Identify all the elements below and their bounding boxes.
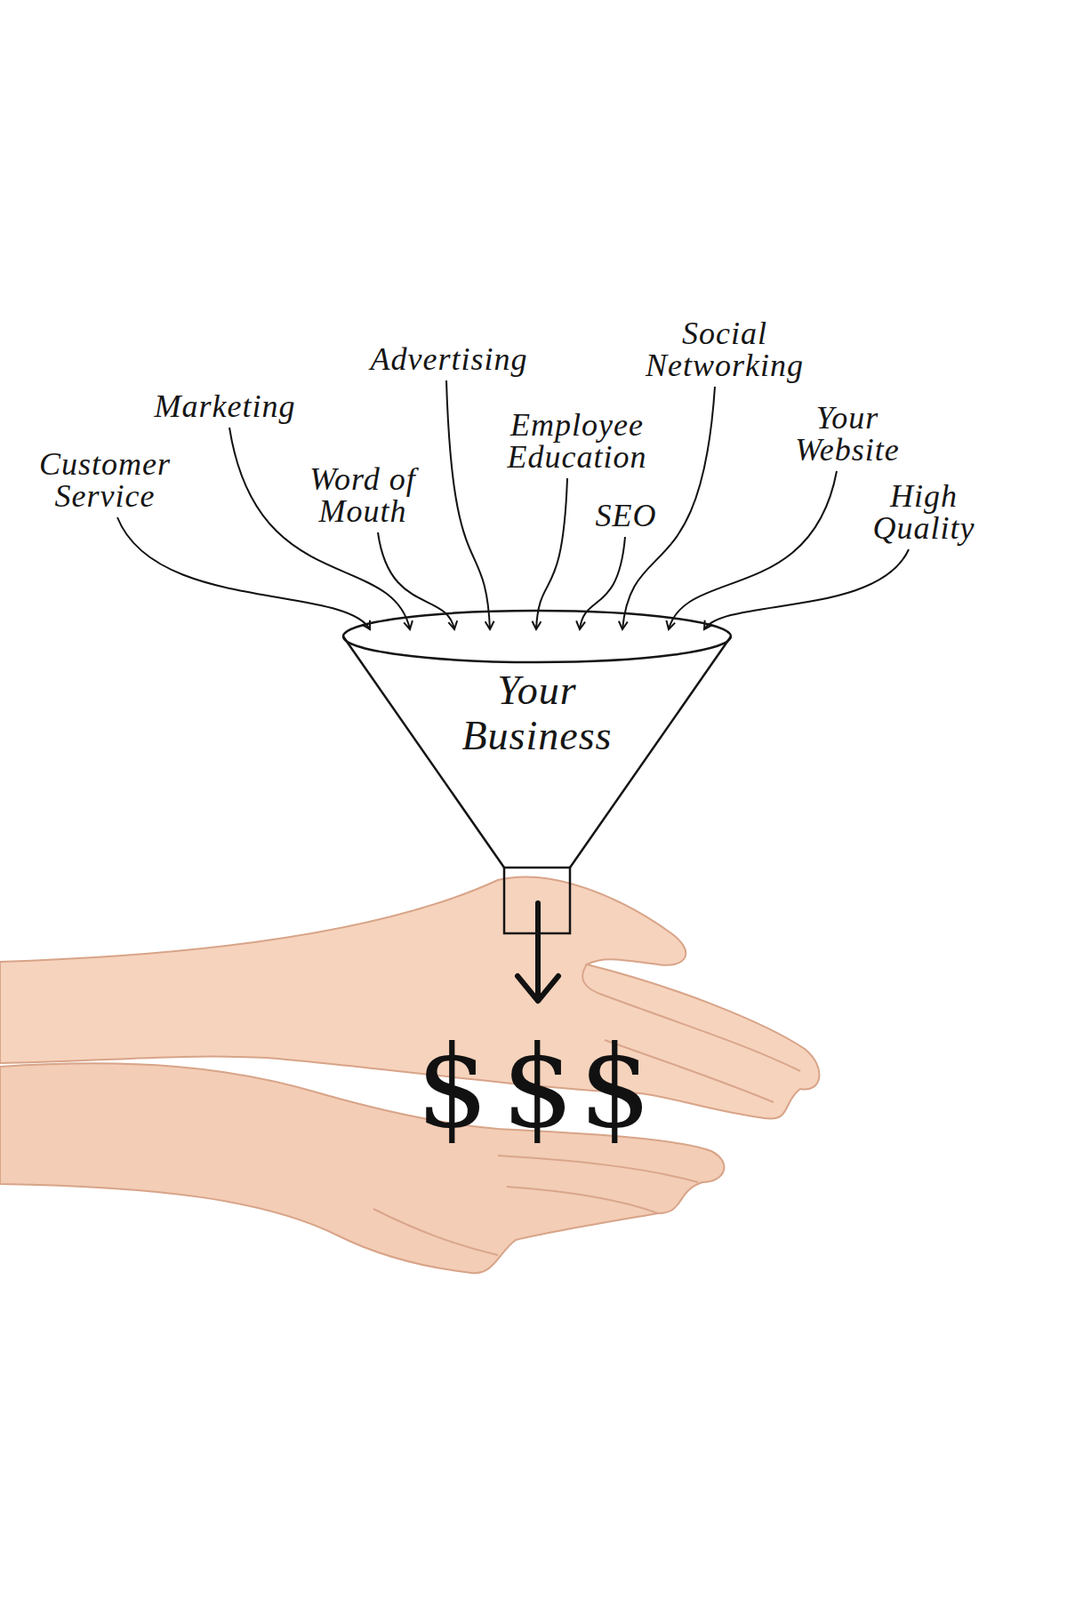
upper-hand — [0, 876, 819, 1119]
factor-label: SEO — [595, 499, 658, 532]
funnel-line — [343, 610, 731, 663]
leader-arrow — [446, 380, 490, 630]
down-arrow-shaft — [535, 903, 541, 995]
funnel-line — [504, 867, 570, 934]
factor-label: Word of Mouth — [291, 463, 434, 528]
leader-arrow — [704, 549, 909, 630]
factor-label: Marketing — [154, 390, 297, 423]
dollar-sign: $ — [416, 1030, 489, 1145]
funnel-title: Your Business — [448, 668, 626, 759]
leader-arrow — [536, 478, 568, 630]
dollar-sign: $ — [501, 1030, 574, 1145]
funnel-outline — [337, 606, 737, 938]
lower-hand-finger-lines — [373, 1155, 698, 1256]
leader-arrow — [229, 427, 410, 630]
factor-label: Employee Education — [483, 409, 671, 474]
funnel-line — [343, 636, 731, 868]
factor-label: Advertising — [370, 343, 529, 376]
factor-label: Your Website — [774, 401, 922, 466]
down-arrow-head — [517, 976, 559, 1002]
funnel-shape: Your Business — [337, 606, 737, 938]
dollar-sign: $ — [578, 1030, 651, 1145]
factor-label: Customer Service — [20, 448, 190, 513]
leader-arrow — [579, 537, 626, 630]
factor-label: Social Networking — [629, 317, 821, 382]
factor-label: High Quality — [859, 480, 989, 545]
leader-arrow — [668, 471, 837, 630]
leader-arrow — [117, 517, 370, 630]
spacer — [337, 606, 737, 669]
